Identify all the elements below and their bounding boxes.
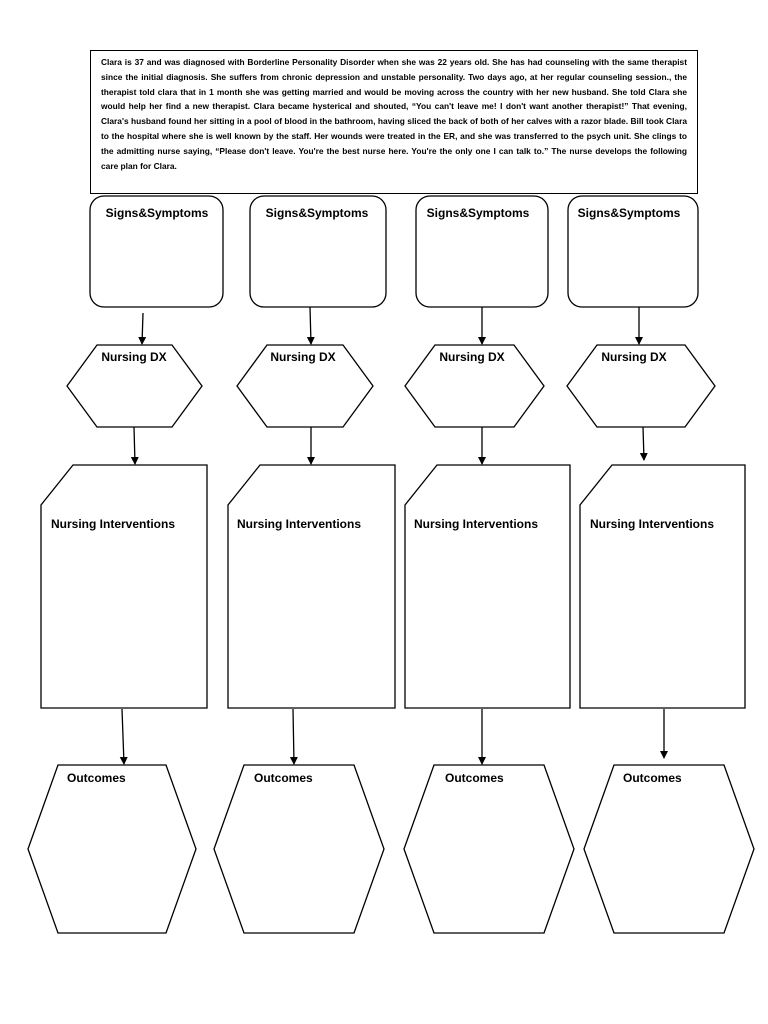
nursing-interventions-shape-3 [404, 464, 571, 709]
nursing-dx-label-4: Nursing DX [601, 350, 667, 364]
outcomes-hexagon-1 [27, 764, 197, 934]
signs-symptoms-label-4: Signs&Symptoms [577, 206, 681, 220]
nursing-interventions-label-1: Nursing Interventions [51, 517, 176, 531]
nursing-interventions-label-4: Nursing Interventions [590, 517, 715, 531]
signs-symptoms-box-4 [567, 195, 699, 308]
arrow-interventions-to-outcomes-1 [119, 708, 128, 765]
signs-symptoms-label-2: Signs&Symptoms [265, 206, 369, 220]
arrow-signs-to-dx-1 [138, 312, 147, 345]
nursing-dx-hexagon-4 [566, 344, 716, 428]
arrow-interventions-to-outcomes-2 [289, 708, 298, 765]
outcomes-label-1: Outcomes [67, 771, 126, 785]
nursing-dx-label-3: Nursing DX [439, 350, 505, 364]
signs-symptoms-box-2 [249, 195, 387, 308]
signs-symptoms-box-1 [89, 195, 224, 308]
column-4 [566, 195, 755, 934]
case-study-text: Clara is 37 and was diagnosed with Borde… [101, 57, 687, 171]
outcomes-label-2: Outcomes [254, 771, 313, 785]
nursing-interventions-shape-1 [40, 464, 208, 709]
column-3 [403, 195, 575, 934]
signs-symptoms-label-1: Signs&Symptoms [105, 206, 209, 220]
arrow-dx-to-interventions-1 [130, 426, 139, 465]
column-1 [27, 195, 224, 934]
nursing-dx-hexagon-1 [66, 344, 203, 428]
outcomes-label-4: Outcomes [623, 771, 682, 785]
outcomes-hexagon-4 [583, 764, 755, 934]
nursing-dx-hexagon-2 [236, 344, 374, 428]
nursing-interventions-shape-2 [227, 464, 396, 709]
outcomes-hexagon-3 [403, 764, 575, 934]
nursing-interventions-shape-4 [579, 464, 746, 709]
nursing-dx-hexagon-3 [404, 344, 545, 428]
column-2 [213, 195, 396, 934]
nursing-dx-label-2: Nursing DX [270, 350, 336, 364]
outcomes-label-3: Outcomes [445, 771, 504, 785]
arrow-signs-to-dx-2 [306, 306, 315, 345]
nursing-interventions-label-2: Nursing Interventions [237, 517, 362, 531]
case-study-box: Clara is 37 and was diagnosed with Borde… [90, 50, 698, 194]
nursing-interventions-label-3: Nursing Interventions [414, 517, 539, 531]
arrow-dx-to-interventions-4 [639, 426, 648, 461]
nursing-dx-label-1: Nursing DX [101, 350, 167, 364]
outcomes-hexagon-2 [213, 764, 385, 934]
signs-symptoms-label-3: Signs&Symptoms [426, 206, 530, 220]
